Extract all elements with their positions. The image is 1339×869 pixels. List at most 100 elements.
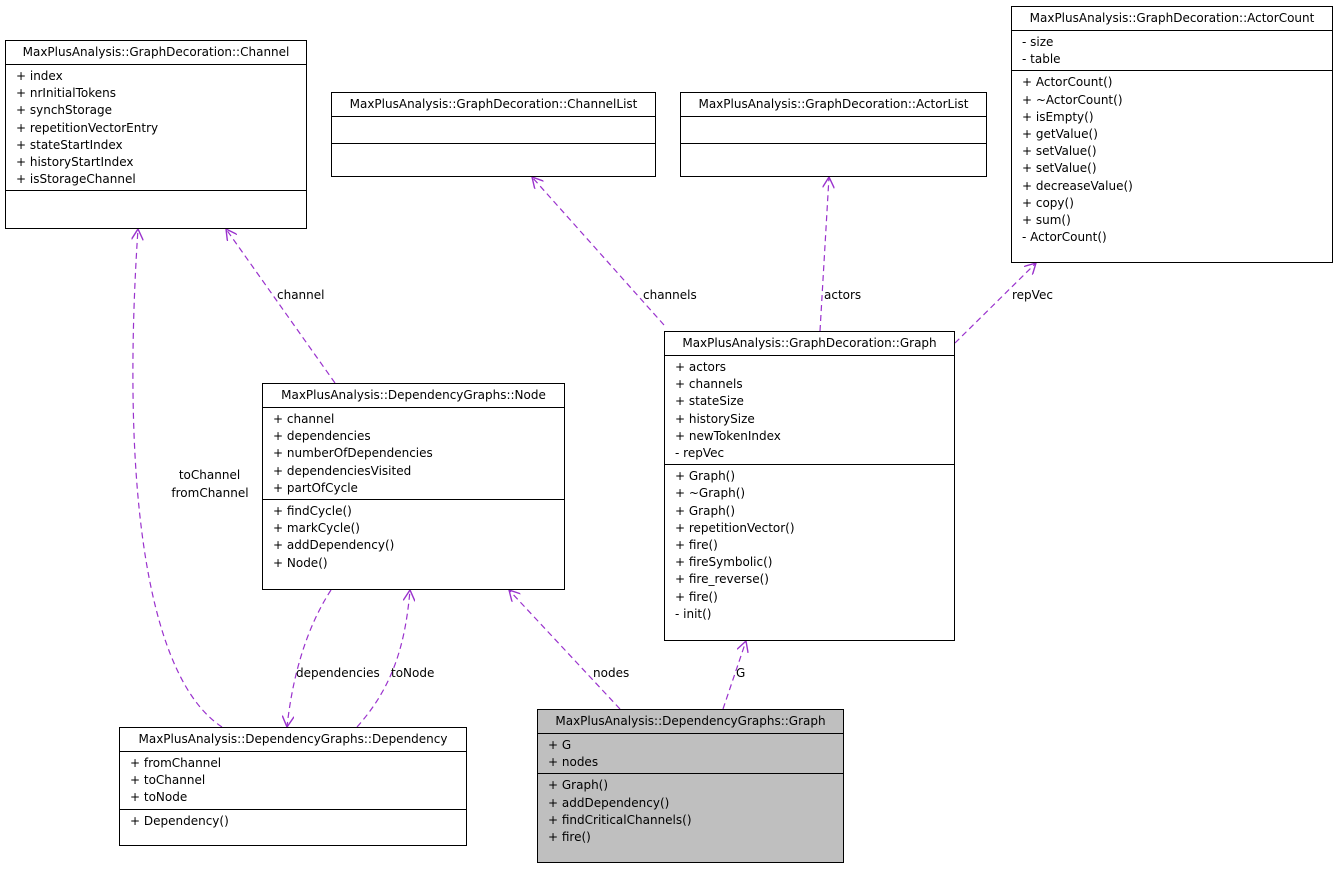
class-decoration-graph-methods: + Graph() + ~Graph() + Graph() + repetit… — [665, 464, 954, 625]
edge-g — [722, 641, 746, 710]
attribute: + isStorageChannel — [16, 172, 136, 187]
class-actor-list-methods — [681, 143, 986, 178]
attribute: + toChannel — [130, 773, 206, 788]
class-channel-list-attributes — [332, 117, 655, 143]
method: - init() — [675, 606, 712, 621]
class-dependency-graph-name: MaxPlusAnalysis::DependencyGraphs::Graph — [538, 710, 843, 734]
class-dependency-attributes: + fromChannel + toChannel + toNode — [120, 752, 466, 809]
edge-to-from-channel — [133, 229, 223, 728]
method: + findCriticalChannels() — [548, 812, 692, 827]
attribute: + nrInitialTokens — [16, 86, 117, 101]
method: + decreaseValue() — [1022, 178, 1133, 193]
attribute: - table — [1022, 52, 1061, 67]
class-decoration-graph[interactable]: MaxPlusAnalysis::GraphDecoration::Graph … — [664, 331, 955, 641]
method: + copy() — [1022, 195, 1074, 210]
attribute: + index — [16, 69, 63, 83]
method: + markCycle() — [273, 521, 360, 536]
attribute: + dependencies — [273, 429, 371, 444]
class-actor-count-attributes: - size - table — [1012, 31, 1332, 70]
class-dependency-name: MaxPlusAnalysis::DependencyGraphs::Depen… — [120, 728, 466, 752]
method: + setValue() — [1022, 144, 1097, 159]
method: + fireSymbolic() — [675, 555, 773, 570]
class-decoration-graph-name: MaxPlusAnalysis::GraphDecoration::Graph — [665, 332, 954, 356]
class-dependency[interactable]: MaxPlusAnalysis::DependencyGraphs::Depen… — [119, 727, 467, 846]
method: + ~Graph() — [675, 486, 746, 501]
method: + isEmpty() — [1022, 109, 1094, 124]
method: + sum() — [1022, 213, 1071, 228]
method: + Graph() — [675, 503, 736, 518]
attribute: - size — [1022, 35, 1054, 49]
method: + addDependency() — [273, 538, 395, 553]
attribute: + nodes — [548, 755, 599, 770]
method: + setValue() — [1022, 161, 1097, 176]
edge-dependencies — [287, 589, 332, 727]
edge-label-repvec: repVec — [1012, 288, 1053, 302]
method: + repetitionVector() — [675, 520, 795, 535]
edge-channels — [532, 177, 665, 326]
edge-tonode — [356, 590, 410, 728]
method: + fire_reverse() — [675, 572, 769, 587]
edge-repvec — [954, 263, 1036, 344]
method: + Graph() — [548, 778, 609, 793]
method: + Dependency() — [130, 813, 229, 828]
class-channel-methods — [6, 190, 306, 212]
attribute: + channel — [273, 412, 335, 426]
class-actor-count-methods: + ActorCount() + ~ActorCount() + isEmpty… — [1012, 70, 1332, 248]
edge-actors — [819, 177, 829, 332]
edge-label-to-channel: toChannel — [178, 468, 241, 482]
class-node-name: MaxPlusAnalysis::DependencyGraphs::Node — [263, 384, 564, 408]
method: - ActorCount() — [1022, 230, 1107, 245]
class-channel-list-name: MaxPlusAnalysis::GraphDecoration::Channe… — [332, 93, 655, 117]
attribute: + historyStartIndex — [16, 155, 134, 170]
class-node-attributes: + channel + dependencies + numberOfDepen… — [263, 408, 564, 499]
edge-label-actors: actors — [824, 288, 862, 302]
class-channel[interactable]: MaxPlusAnalysis::GraphDecoration::Channe… — [5, 40, 307, 229]
class-dependency-graph-methods: + Graph() + addDependency() + findCritic… — [538, 773, 843, 848]
class-dependency-graph[interactable]: MaxPlusAnalysis::DependencyGraphs::Graph… — [537, 709, 844, 863]
attribute: + G — [548, 738, 572, 752]
edge-label-channels: channels — [643, 288, 697, 302]
edge-label-nodes: nodes — [593, 666, 630, 680]
class-actor-list-name: MaxPlusAnalysis::GraphDecoration::ActorL… — [681, 93, 986, 117]
attribute: + channels — [675, 377, 743, 392]
edge-label-tonode: toNode — [391, 666, 435, 680]
attribute: + numberOfDependencies — [273, 446, 433, 461]
class-channel-attributes: + index + nrInitialTokens + synchStorage… — [6, 65, 306, 190]
edge-label-channel: channel — [277, 288, 325, 302]
class-actor-count[interactable]: MaxPlusAnalysis::GraphDecoration::ActorC… — [1011, 6, 1333, 263]
attribute: + fromChannel — [130, 756, 222, 770]
attribute: + toNode — [130, 790, 188, 805]
class-channel-name: MaxPlusAnalysis::GraphDecoration::Channe… — [6, 41, 306, 65]
class-actor-list-attributes — [681, 117, 986, 143]
attribute: + repetitionVectorEntry — [16, 120, 159, 135]
method: + ~ActorCount() — [1022, 92, 1123, 107]
edge-channel — [226, 229, 336, 384]
attribute: + dependenciesVisited — [273, 463, 412, 478]
class-dependency-methods: + Dependency() — [120, 808, 466, 832]
attribute: + synchStorage — [16, 103, 112, 118]
class-channel-list[interactable]: MaxPlusAnalysis::GraphDecoration::Channe… — [331, 92, 656, 177]
method: + Graph() — [675, 469, 736, 484]
class-node-methods: + findCycle() + markCycle() + addDepende… — [263, 499, 564, 574]
class-actor-count-name: MaxPlusAnalysis::GraphDecoration::ActorC… — [1012, 7, 1332, 31]
class-actor-list[interactable]: MaxPlusAnalysis::GraphDecoration::ActorL… — [680, 92, 987, 177]
class-node[interactable]: MaxPlusAnalysis::DependencyGraphs::Node … — [262, 383, 565, 590]
edge-label-g: G — [736, 666, 746, 680]
class-channel-list-methods — [332, 143, 655, 178]
attribute: + actors — [675, 360, 727, 374]
attribute: - repVec — [675, 446, 725, 461]
method: + getValue() — [1022, 127, 1098, 142]
edge-label-dependencies: dependencies — [296, 666, 380, 680]
edge-nodes — [509, 590, 621, 710]
attribute: + stateSize — [675, 394, 744, 409]
attribute: + partOfCycle — [273, 480, 358, 495]
method: + addDependency() — [548, 795, 670, 810]
method: + findCycle() — [273, 504, 352, 519]
method: + Node() — [273, 555, 328, 570]
method: + fire() — [548, 830, 591, 845]
class-dependency-graph-attributes: + G + nodes — [538, 734, 843, 773]
edge-label-from-channel: fromChannel — [171, 486, 249, 500]
class-decoration-graph-attributes: + actors + channels + stateSize + histor… — [665, 356, 954, 464]
